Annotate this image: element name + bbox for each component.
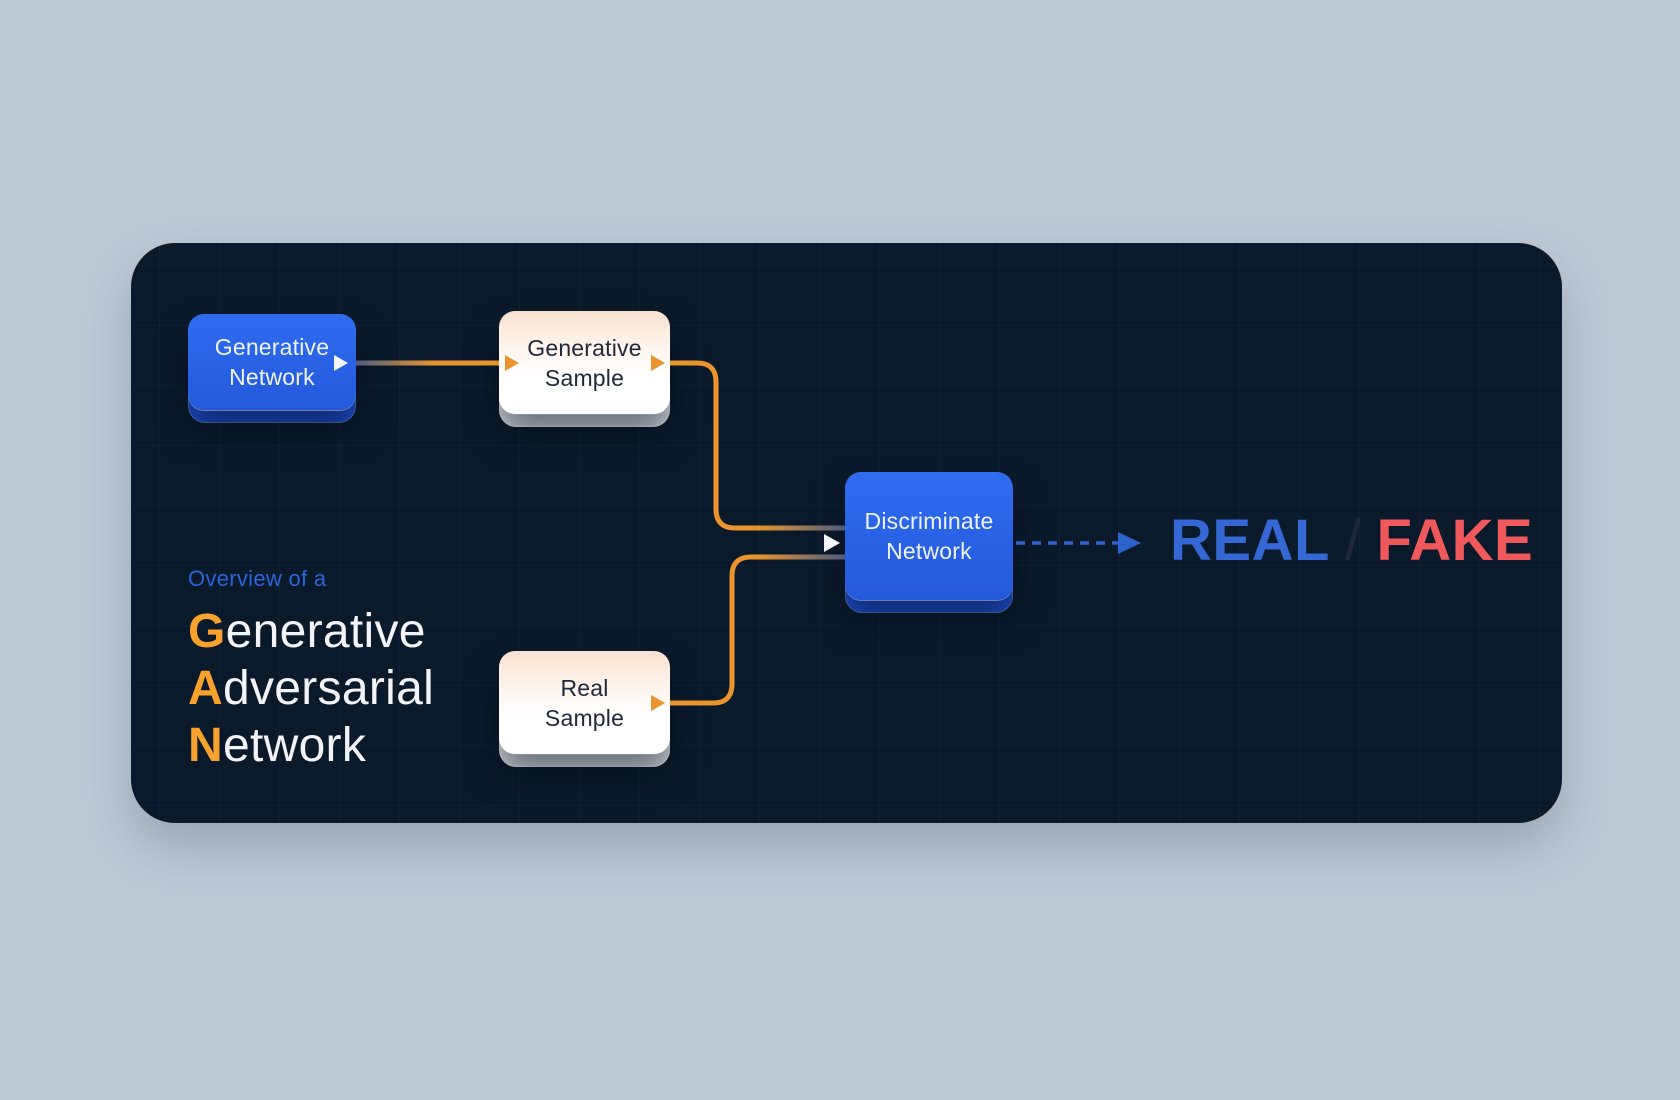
title-line-rest: enerative <box>225 605 426 658</box>
node-generative-sample: Generative Sample <box>499 311 670 427</box>
title-highlight-letter: G <box>188 605 226 658</box>
title-block: Overview of a Generative Adversarial Net… <box>188 566 434 774</box>
output-real-label: REAL <box>1170 508 1330 573</box>
node-face: Generative Network <box>188 314 356 410</box>
title-highlight-letter: N <box>188 719 223 772</box>
node-label-line: Discriminate <box>864 508 994 534</box>
node-label-line: Sample <box>544 364 625 391</box>
node-label-line: Sample <box>544 704 625 731</box>
node-label-line: Network <box>886 538 972 564</box>
node-face: Discriminate Network <box>845 472 1013 600</box>
node-discriminate-network: Discriminate Network <box>845 472 1013 613</box>
node-real-sample: Real Sample <box>499 651 670 767</box>
node-label-line: Generative <box>527 334 642 361</box>
output-block: REAL / FAKE <box>1170 512 1533 570</box>
title-line-adversarial: Adversarial <box>188 660 434 717</box>
title-line-network: Network <box>188 717 434 774</box>
title-highlight-letter: A <box>188 662 223 715</box>
output-separator: / <box>1344 508 1362 573</box>
node-generative-network: Generative Network <box>188 314 356 423</box>
title-line-rest: etwork <box>222 719 367 772</box>
node-label-line: Network <box>229 364 315 390</box>
title-line-generative: Generative <box>188 603 434 660</box>
node-label-line: Generative <box>214 334 330 360</box>
output-fake-label: FAKE <box>1376 508 1534 573</box>
title-eyebrow: Overview of a <box>188 566 327 591</box>
node-face: Generative Sample <box>499 311 670 414</box>
gan-title: Generative Adversarial Network <box>188 603 434 774</box>
node-face: Real Sample <box>499 651 670 754</box>
node-label-line: Real <box>560 674 609 701</box>
title-line-rest: dversarial <box>222 662 435 715</box>
